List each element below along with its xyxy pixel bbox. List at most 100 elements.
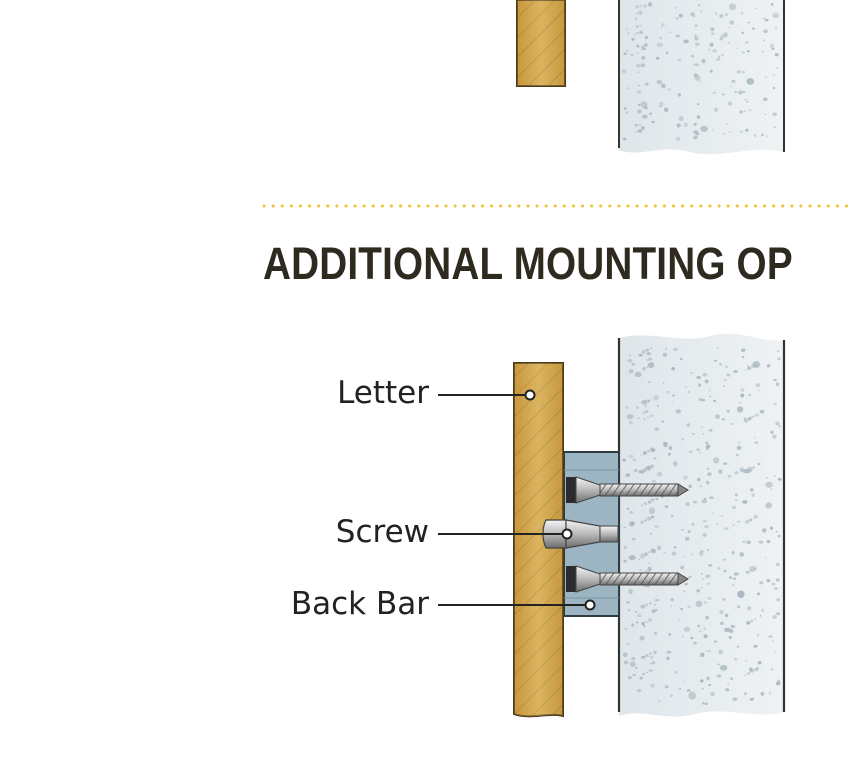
concrete-speckle [712,49,717,53]
concrete-speckle [748,108,752,112]
concrete-speckle [684,582,689,586]
concrete-speckle [687,530,691,533]
concrete-speckle [744,369,747,371]
concrete-speckle [708,48,711,51]
concrete-speckle [726,410,730,413]
concrete-speckle [774,53,779,57]
concrete-speckle [637,417,640,419]
concrete-speckle [628,454,634,458]
concrete-speckle [776,598,781,602]
concrete-speckle [746,50,750,53]
top-illustration [516,0,785,155]
concrete-speckle [708,389,711,392]
concrete-speckle [641,504,643,507]
concrete-speckle [738,441,741,444]
concrete-speckle [695,42,700,46]
concrete-speckle [628,588,633,595]
concrete-speckle [702,578,705,580]
concrete-speckle [638,123,641,126]
concrete-speckle [636,689,642,693]
concrete-speckle [758,540,764,544]
concrete-speckle [752,27,755,30]
concrete-speckle [777,477,782,481]
concrete-speckle [723,462,728,465]
concrete-speckle [772,86,776,90]
concrete-speckle [750,488,754,492]
concrete-speckle [734,572,738,576]
concrete-speckle [718,649,723,655]
concrete-speckle [644,519,647,522]
concrete-speckle [654,427,660,431]
concrete-speckle [749,569,753,572]
concrete-speckle [666,499,669,502]
concrete-speckle [775,382,780,387]
concrete-speckle [761,50,764,53]
concrete-speckle [732,505,737,509]
concrete-speckle [631,623,635,627]
concrete-speckle [713,399,717,402]
concrete-speckle [621,69,627,74]
concrete-speckle [687,390,691,394]
concrete-speckle [737,590,745,599]
concrete-speckle [718,56,721,58]
concrete-speckle [723,385,726,388]
concrete-speckle [712,129,714,131]
concrete-speckle [747,366,752,370]
concrete-speckle [770,668,773,671]
concrete-speckle [625,28,629,31]
concrete-speckle [730,677,733,680]
concrete-speckle [626,642,629,646]
concrete-speckle [694,36,699,41]
concrete-speckle [647,500,651,503]
concrete-speckle [655,56,660,60]
concrete-speckle [765,481,773,488]
concrete-speckle [713,457,720,464]
concrete-speckle [664,441,667,445]
concrete-speckle [741,356,745,359]
callout-letter: Letter [337,375,429,411]
concrete-speckle [639,5,642,8]
concrete-speckle [725,13,729,17]
concrete-speckle [696,448,700,451]
concrete-speckle [752,361,761,368]
concrete-speckle [646,352,651,356]
concrete-speckle [713,359,718,362]
concrete-speckle [648,551,651,554]
concrete-speckle [645,348,649,352]
concrete-speckle [770,430,774,435]
concrete-speckle [772,615,778,619]
concrete-speckle [637,129,643,133]
concrete-speckle [704,379,709,384]
concrete-speckle [725,688,730,692]
concrete-speckle [626,49,629,53]
concrete-speckle [676,123,681,128]
concrete-speckle [748,393,751,396]
concrete-speckle [643,502,648,505]
concrete-speckle [686,689,691,692]
concrete-speckle [674,7,677,9]
concrete-speckle [766,539,771,544]
concrete-speckle [653,631,658,636]
concrete-speckle [642,4,647,8]
concrete-speckle [625,373,628,375]
concrete-speckle [627,675,632,680]
concrete-speckle [640,553,645,559]
concrete-speckle [772,582,775,586]
concrete-speckle [696,115,701,119]
concrete-speckle [683,590,686,592]
concrete-speckle [647,562,650,564]
concrete-speckle [716,674,722,678]
concrete-speckle [773,378,777,382]
concrete-speckle [692,130,699,134]
concrete-speckle [698,4,701,7]
concrete-speckle [737,520,740,523]
concrete-speckle [647,416,649,419]
concrete-speckle [703,601,707,604]
concrete-speckle [642,410,647,415]
concrete-speckle [703,497,707,501]
concrete-speckle [683,122,688,127]
concrete-speckle [699,451,702,454]
concrete-speckle [702,520,707,523]
concrete-speckle [700,652,705,658]
concrete-speckle [692,500,698,504]
